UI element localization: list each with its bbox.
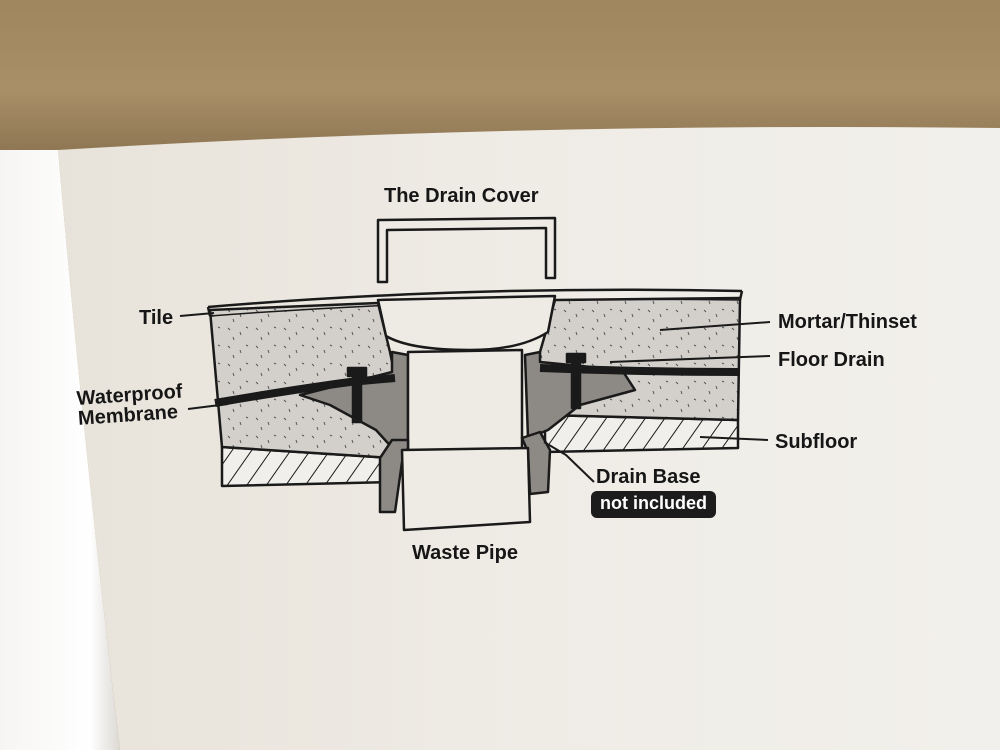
- waste-pipe-label: Waste Pipe: [412, 542, 518, 564]
- bolt-left: [346, 366, 368, 424]
- drain-cover-label: The Drain Cover: [384, 185, 539, 207]
- waterproof-membrane: [214, 374, 396, 407]
- drain-inner-pipe: [406, 348, 524, 454]
- drain-cover-shape: [376, 216, 557, 284]
- subfloor-label: Subfloor: [775, 431, 858, 453]
- subfloor-right: [543, 413, 740, 454]
- waterproof-membrane-label: Waterproof Membrane: [76, 381, 184, 430]
- waste-pipe-shape: [400, 446, 532, 532]
- bolt-right: [565, 352, 587, 410]
- drain-diagram: [179, 216, 771, 532]
- not-included-badge: not included: [591, 491, 716, 518]
- mortar-thinset-label: Mortar/Thinset: [778, 311, 917, 333]
- drain-body: [376, 294, 557, 352]
- tile-label: Tile: [139, 307, 174, 329]
- leader-lines: [179, 312, 771, 483]
- tile-layer: [207, 288, 743, 309]
- floor-drain-label: Floor Drain: [778, 349, 885, 371]
- cardboard-background: [0, 0, 1000, 150]
- drain-base-label: Drain Base: [596, 466, 701, 488]
